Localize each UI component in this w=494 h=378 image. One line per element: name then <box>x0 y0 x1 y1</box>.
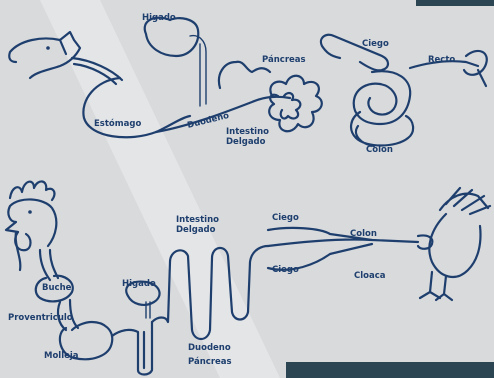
pig-tail <box>464 51 487 86</box>
pig-label-intestino-line2: Delgado <box>226 137 266 147</box>
pig-small-intestine <box>269 76 322 132</box>
pig-label-estomago: Estómago <box>94 118 141 129</box>
chicken-wattle <box>15 232 30 250</box>
chicken-label-proventriculo: Proventriculo <box>8 313 73 323</box>
pig-colon-spiral <box>351 71 413 146</box>
chicken-label-duodeno: Duodeno <box>188 343 231 353</box>
pig-label-recto: Recto <box>428 55 455 65</box>
chicken-label-higado: Higado <box>122 279 156 289</box>
chicken-body-outline <box>429 188 490 277</box>
chicken-label-ciego-top: Ciego <box>272 213 299 223</box>
pig-label-pancreas: Páncreas <box>262 55 306 65</box>
chicken-label-intestino-line2: Delgado <box>176 225 216 235</box>
pig-eye <box>46 46 50 50</box>
pig-label-colon: Colon <box>366 145 393 155</box>
pig-bile-duct <box>190 36 206 106</box>
chicken-duodenal-loop <box>112 322 152 375</box>
pig-liver <box>145 18 199 56</box>
chicken-label-colon: Colon <box>350 229 377 239</box>
background-sheen <box>40 0 280 378</box>
pig-label-ciego: Ciego <box>362 39 389 49</box>
chicken-label-molleja: Molleja <box>44 351 79 361</box>
chicken-label-pancreas: Páncreas <box>188 357 232 367</box>
pig-label-intestino-line1: Intestino <box>226 127 269 137</box>
pig-pancreas <box>219 62 270 88</box>
chicken-label-ciego-bottom: Ciego <box>272 265 299 275</box>
chicken-eye <box>28 210 32 214</box>
chicken-label-intestino-line1: Intestino <box>176 215 219 225</box>
chicken-label-cloaca: Cloaca <box>354 271 386 281</box>
chicken-label-buche: Buche <box>42 283 72 293</box>
chicken-comb <box>10 181 54 200</box>
pig-label-higado: Higado <box>142 13 176 23</box>
chicken-ceca-colon <box>268 228 418 270</box>
pig-label-duodeno: Duodeno <box>186 111 230 131</box>
chicken-head-outline <box>6 199 56 270</box>
